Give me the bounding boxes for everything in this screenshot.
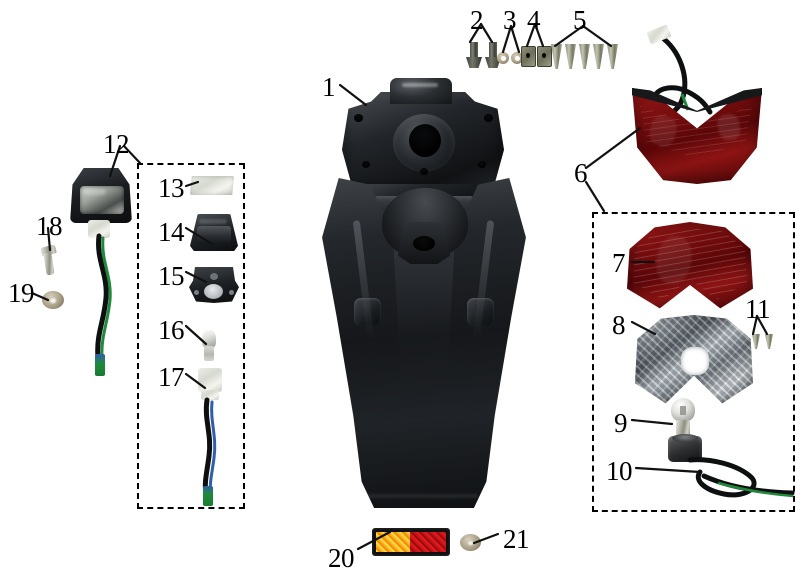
fender-bottom-edge-highlight [366,494,478,498]
callout-number-15: 15 [158,261,185,291]
callout-number-2: 2 [470,5,484,35]
tail-light-detail-box [592,212,795,512]
license-plate-light-detail-box [137,163,245,509]
callout-number-10: 10 [606,456,633,486]
callout-number-1: 1 [322,72,336,102]
part-bulb-socket-wire [660,434,795,508]
bracket-hole-left [194,290,199,295]
fender-bolt-hole-left [354,114,363,122]
bolt-1-head [466,57,482,68]
part-lens-screw-pair [752,334,776,350]
tapping-screw-4 [593,44,604,69]
callout-number-8: 8 [612,310,626,340]
part-license-light-washer [42,291,66,311]
callout-number-17: 17 [158,362,185,392]
lens-screw-2 [765,334,773,349]
license-light-lens-glint [84,189,106,195]
tapping-screw-2 [565,44,576,69]
bracket-top-hole [210,273,218,280]
part-side-reflector [372,528,450,556]
part-flange-bolt-pair [466,42,502,70]
socket-rim [672,434,698,442]
fender-bolt-hole-center-low [420,168,428,175]
part-license-light-bolt [40,244,58,278]
square-nut-1-hole [526,53,530,58]
license-light-housing-highlight [199,219,227,224]
fender-center-hole [409,124,441,157]
callout-number-16: 16 [158,315,185,345]
tapping-screw-3 [579,44,590,69]
fender-top-tab [390,78,452,104]
part-washer-pair [497,52,525,68]
callout-number-4: 4 [527,5,541,35]
part-reflector-nut [460,534,482,553]
bracket-hole-right [229,290,234,295]
license-bolt-shank [43,252,55,276]
callout-number-3: 3 [503,5,517,35]
part-license-plate-light-assembly [62,168,172,398]
license-light-housing-inner [197,226,231,244]
fender-bolt-hole-lower-right [478,161,486,168]
license-socket-wire [202,397,217,497]
callout-number-19: 19 [8,278,35,308]
bulb-filament [680,406,686,415]
callout-number-12: 12 [103,129,130,159]
part-license-light-bulb [200,330,218,362]
bolt-2-head [485,57,501,68]
part-tail-light-lens [627,222,753,312]
part-tapping-screw-set [551,44,621,72]
license-light-lens-window [80,186,124,214]
callout-number-14: 14 [158,217,185,247]
socket-harness-wire [687,457,795,498]
square-nut-2-hole [542,53,546,58]
callout-number-7: 7 [612,248,626,278]
washer-1-hole [501,56,506,61]
fender-lower-hole [413,236,435,251]
part-tail-light-bulb [668,398,698,438]
bulb-base [676,420,690,435]
callout-number-6: 6 [574,158,588,188]
tapping-screw-1 [551,44,562,69]
callout-number-5: 5 [573,5,587,35]
washer-2-hole [515,56,520,61]
part-license-light-lens [190,176,234,195]
part-tail-light-assembly [610,24,790,188]
leader-6b [584,180,606,213]
reflector-amber-half [376,532,410,552]
part-license-light-socket-wire [190,368,234,506]
callout-number-9: 9 [614,408,628,438]
license-washer-hole [49,297,57,304]
license-light-socket [88,220,110,238]
fender-bolt-hole-lower-left [362,161,370,168]
reflector-red-half [410,532,446,552]
callout-number-21: 21 [503,524,530,554]
reflector-nut-hole [467,540,474,546]
license-light-wire-tip [95,354,105,376]
license-light-wire [95,233,112,361]
callout-number-20: 20 [328,543,355,571]
license-socket-wire-tip [203,486,213,506]
leader-5b [581,24,613,48]
small-bulb-base [204,346,214,361]
fender-top-tab-highlight [402,83,438,87]
bracket-center-hole [204,284,223,299]
part-square-nut-pair [521,46,554,68]
callout-number-13: 13 [158,173,185,203]
callout-number-11: 11 [745,294,771,324]
part-rear-fender-assembly [320,70,535,510]
bolt-1-shank [470,42,478,59]
fender-bolt-hole-right [484,114,493,122]
callout-number-18: 18 [36,211,63,241]
license-socket-collar [201,390,219,400]
bolt-2-shank [489,42,497,59]
reflector-bulb-hole [681,347,709,375]
lens-screw-1 [752,334,760,349]
part-tail-light-reflector [635,315,753,407]
tapping-screw-5 [607,44,618,69]
